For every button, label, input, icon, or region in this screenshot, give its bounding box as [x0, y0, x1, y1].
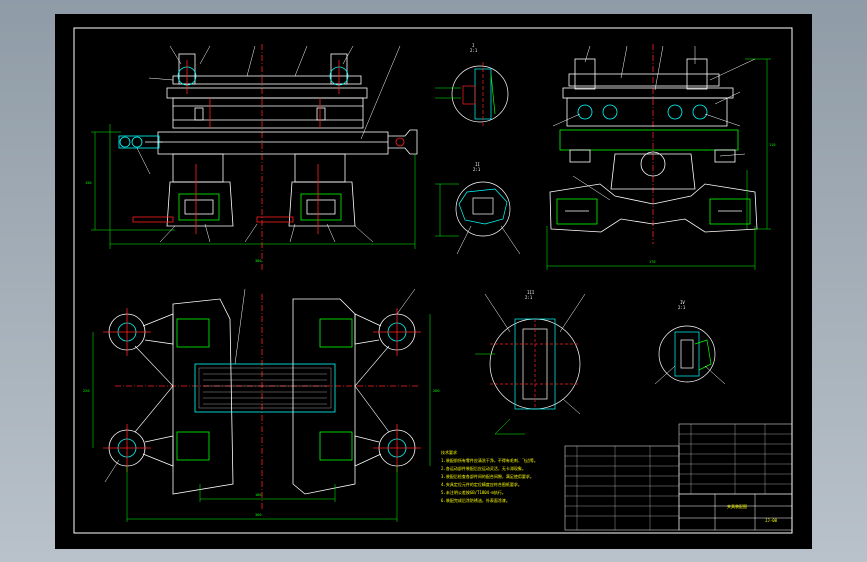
plate-hatch: [203, 373, 327, 405]
sheet-border: [73, 27, 793, 534]
note-line: 1.装配前所有零件应清洗干净，不得有毛刺、飞边等。: [441, 457, 538, 463]
parts-list: [564, 423, 793, 531]
drawing-canvas: 380 150 I 2:1: [73, 27, 793, 534]
technical-notes: 技术要求 1.装配前所有零件应清洗干净，不得有毛刺、飞边等。 2.各运动部件装配…: [441, 449, 538, 503]
detail-ii-scale: 2:1: [473, 167, 481, 172]
notes-heading: 技术要求: [441, 449, 457, 455]
detail-iv-view: [654, 325, 726, 385]
note-line: 3.装配后检查各部件间的配合间隙，满足使用要求。: [441, 473, 534, 479]
front-view: [91, 44, 418, 272]
plan-view: [92, 288, 431, 522]
title-block: [678, 493, 793, 531]
detail-iii-view: [475, 293, 586, 435]
detail-i-view: [435, 62, 509, 126]
plan-dim-left: 220: [83, 389, 90, 393]
detail-ii-label: II: [475, 162, 480, 167]
detail-iv-label: IV: [680, 300, 685, 305]
side-dim-width: 170: [649, 260, 656, 264]
title-drawing-code: JJ-00: [765, 518, 778, 523]
plan-dim-outer: 360: [255, 513, 262, 517]
side-dim-height: 110: [769, 143, 776, 147]
front-dim-width: 380: [255, 259, 262, 263]
plan-dim-right: 260: [433, 389, 440, 393]
note-line: 4.夹具定位元件的定位精度应符合图纸要求。: [441, 481, 522, 487]
detail-i-scale: 2:1: [470, 48, 478, 53]
detail-iii-scale: 2:1: [525, 295, 533, 300]
detail-i-label: I: [472, 43, 475, 48]
side-view: [546, 44, 771, 270]
detail-ii-view: [435, 181, 521, 255]
front-dim-height: 150: [85, 181, 92, 185]
note-line: 5.未注明公差按GB/T1804-m执行。: [441, 489, 506, 495]
detail-iv-scale: 2:1: [678, 305, 686, 310]
plan-dim-inner: 186: [255, 493, 262, 497]
note-line: 2.各运动部件装配后应运动灵活，无卡滞现象。: [441, 465, 526, 471]
drawing-sheet: 380 150 I 2:1: [55, 14, 812, 549]
detail-iii-label: III: [527, 290, 535, 295]
title-drawing-name: 夹具装配图: [727, 503, 747, 509]
note-line: 6.装配完成后涂防锈油，外表面涂漆。: [441, 497, 510, 503]
